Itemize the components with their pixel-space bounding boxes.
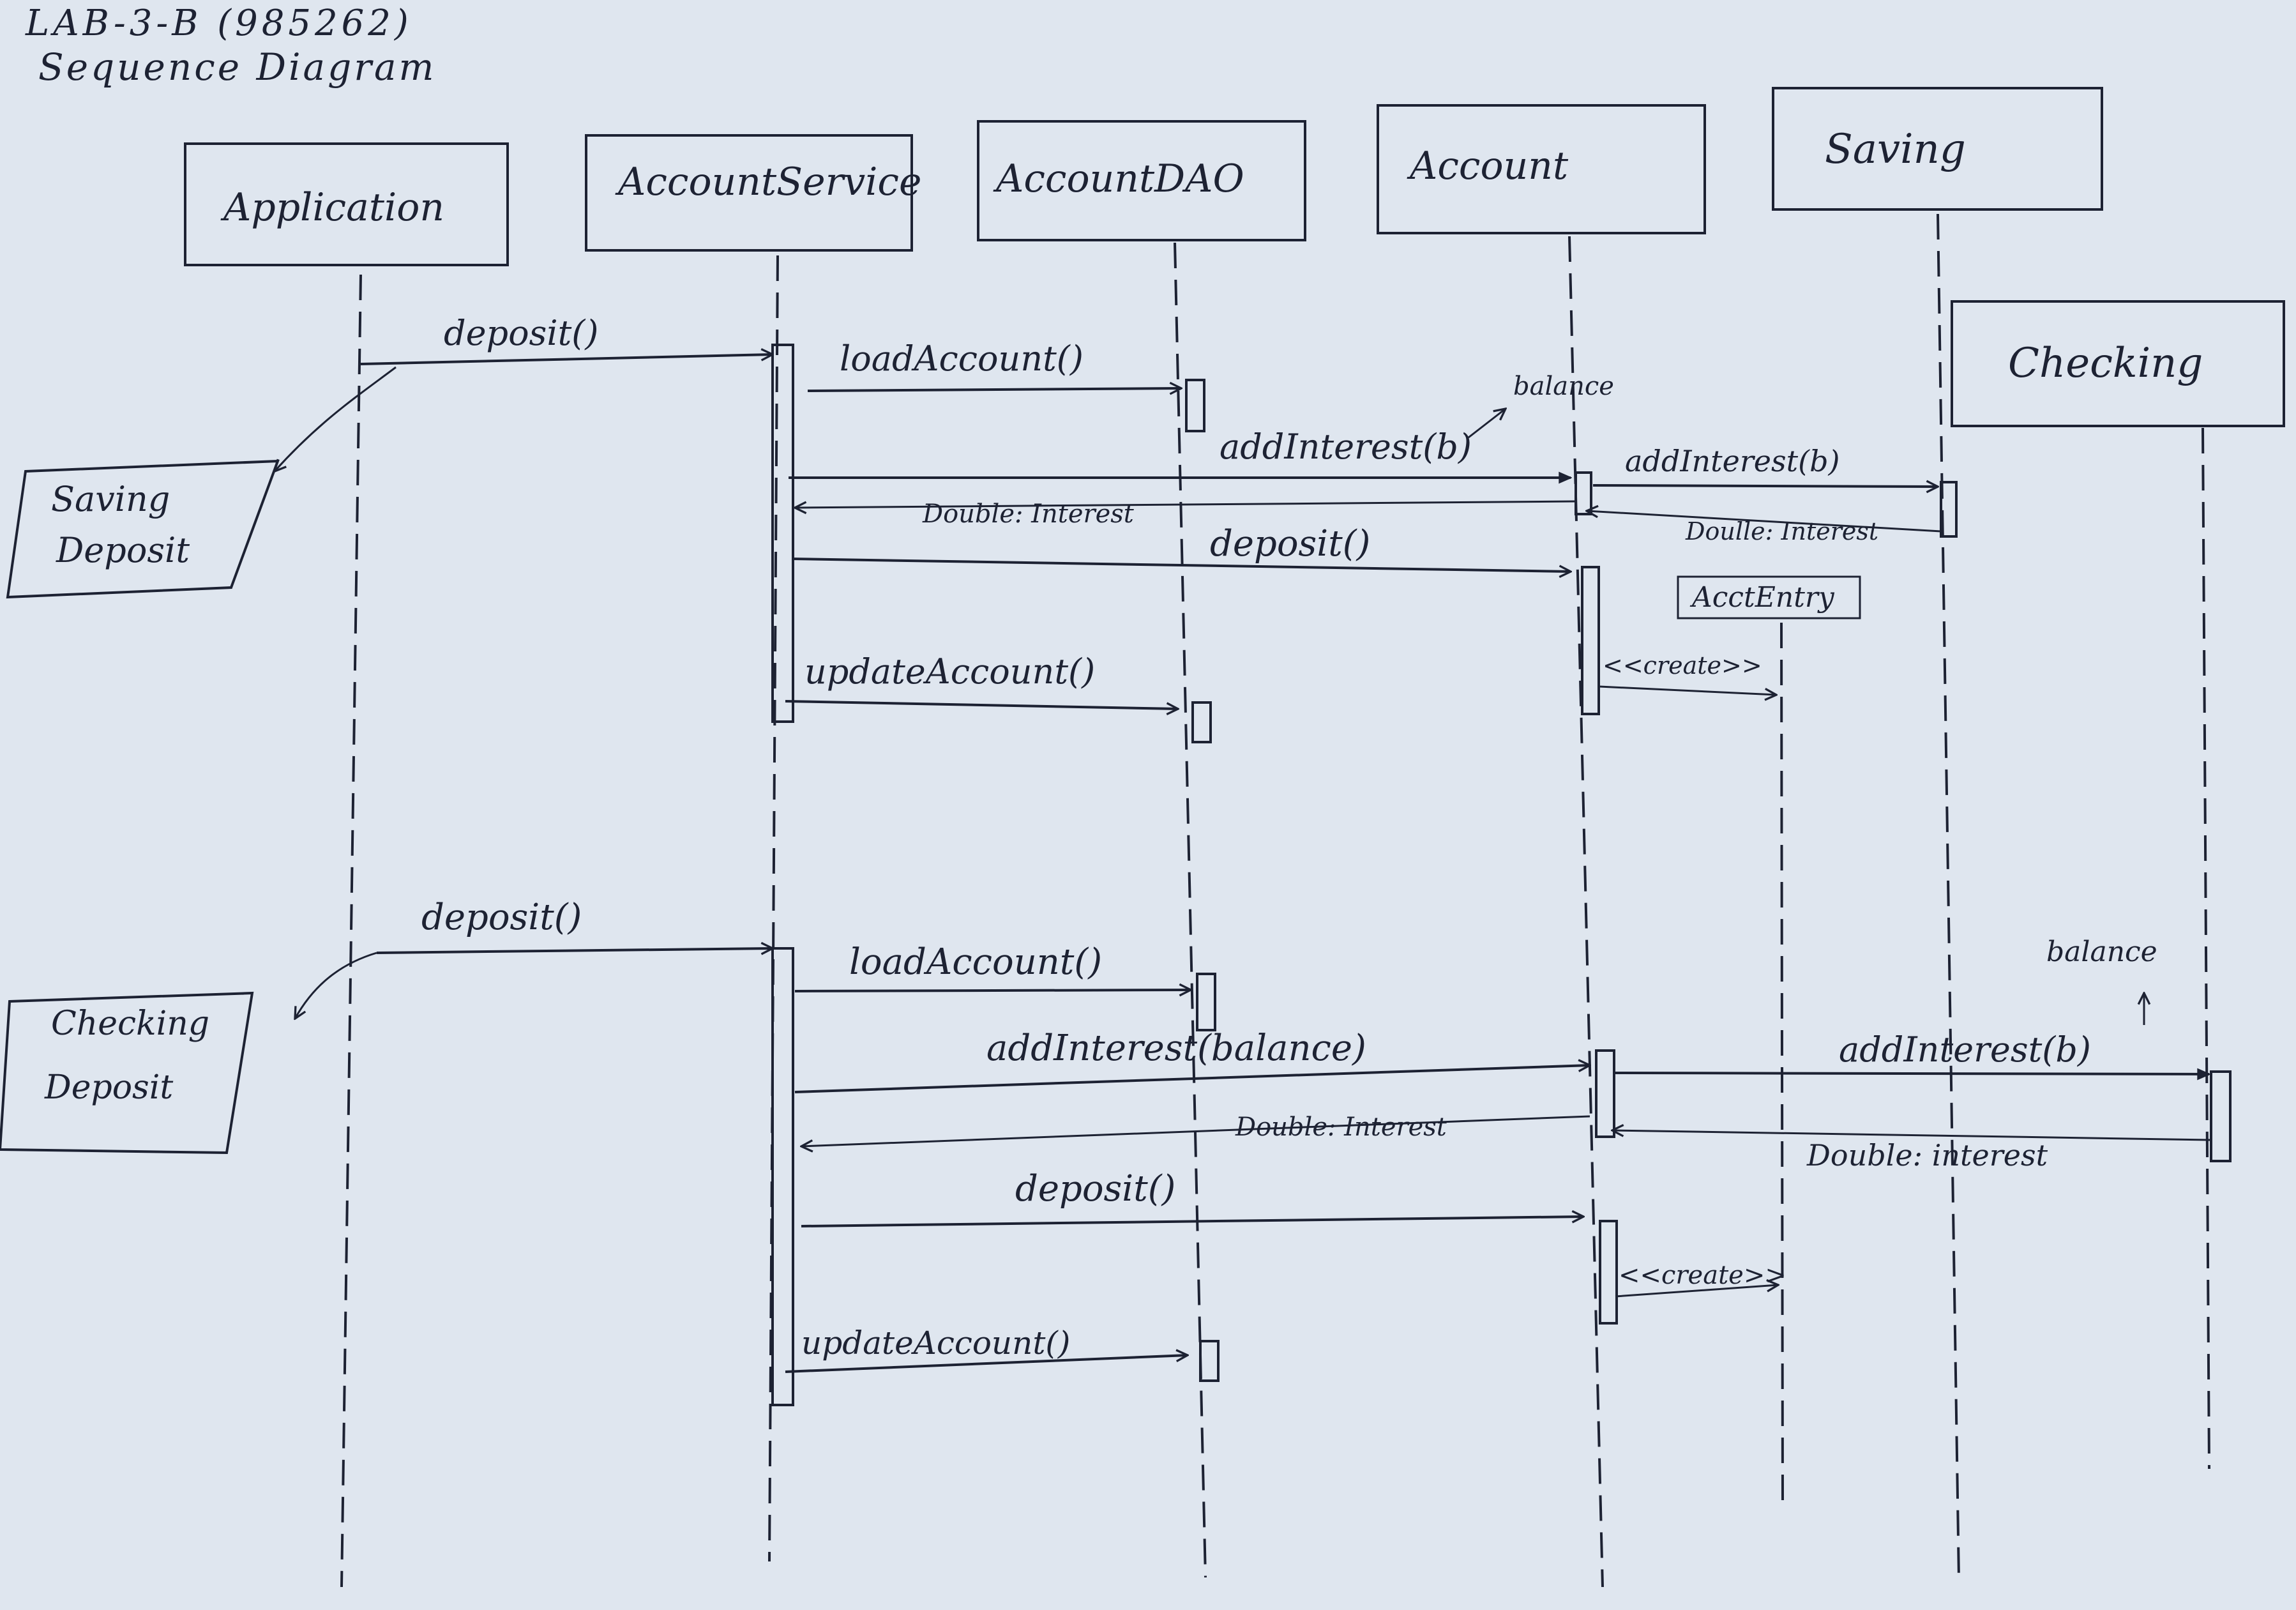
message-updateaccount-1: updateAccount(): [785, 651, 1178, 709]
message-account-deposit-2: deposit(): [801, 1168, 1583, 1227]
participant-saving: Saving: [1772, 87, 2103, 211]
activation-accountdao-3: [1196, 973, 1216, 1031]
activation-accountdao-2: [1191, 701, 1212, 743]
message-label: addInterest(balance): [986, 1028, 1366, 1069]
participant-accountservice: AccountService: [585, 134, 922, 252]
message-label: Doulle: Interest: [1685, 517, 1879, 545]
message-updateaccount-2: updateAccount(): [785, 1325, 1188, 1373]
message-label: deposit(): [421, 897, 582, 938]
note-balance-bottom: balance: [2046, 936, 2157, 968]
lifeline-saving: [1937, 213, 1960, 1581]
message-label: updateAccount(): [801, 1325, 1070, 1362]
note-text: Deposit: [44, 1068, 173, 1107]
activation-accountservice-1: [771, 344, 794, 723]
lifeline-application: [340, 274, 362, 1588]
message-label: deposit(): [1210, 523, 1370, 565]
message-label: deposit(): [1015, 1168, 1175, 1210]
message-label: Double: Interest: [1235, 1113, 1447, 1142]
message-label: loadAccount(): [849, 941, 1102, 983]
message-deposit-2: deposit(): [376, 897, 773, 953]
note-checking-deposit: Checking Deposit: [0, 952, 377, 1155]
participant-label: Application: [220, 185, 444, 230]
note-text: Deposit: [56, 530, 190, 570]
activation-accountdao-4: [1199, 1340, 1220, 1382]
return-interest-1: Double: Interest: [795, 499, 1578, 529]
participant-label: Checking: [2008, 340, 2203, 387]
participant-acctentry: AcctEntry: [1677, 575, 1861, 619]
lifeline-accountservice: [768, 255, 779, 1562]
message-label: <<create>>: [1619, 1261, 1786, 1290]
message-create-2: <<create>>: [1615, 1261, 1786, 1298]
activation-saving-1: [1940, 481, 1958, 538]
lifeline-checking: [2202, 427, 2210, 1470]
activation-account-4: [1599, 1220, 1618, 1325]
participant-label: Saving: [1825, 126, 1966, 173]
message-account-deposit-1: deposit(): [791, 523, 1571, 572]
diagram-title: LAB-3-B (985262): [25, 3, 412, 44]
message-loadaccount-2: loadAccount(): [794, 941, 1191, 991]
participant-label: AccountDAO: [993, 156, 1244, 201]
activation-account-2: [1581, 566, 1600, 715]
message-label: <<create>>: [1603, 651, 1762, 680]
participant-application: Application: [184, 142, 509, 266]
activation-account-3: [1595, 1049, 1615, 1138]
diagram-subtitle: Sequence Diagram: [38, 45, 437, 89]
participant-accountdao: AccountDAO: [977, 120, 1306, 241]
activation-checking-1: [2210, 1070, 2232, 1162]
note-saving-deposit: Saving Deposit: [6, 366, 397, 599]
message-create-1: <<create>>: [1599, 651, 1776, 695]
note-text: Checking: [51, 1005, 209, 1043]
message-label: addInterest(b): [1220, 427, 1472, 467]
message-label: loadAccount(): [840, 338, 1084, 379]
participant-label: Account: [1407, 144, 1569, 188]
message-label: addInterest(b): [1625, 444, 1839, 478]
participant-account: Account: [1377, 104, 1706, 234]
message-label: updateAccount(): [804, 651, 1095, 692]
message-addinterest-checking: addInterest(b): [1615, 1029, 2209, 1074]
message-label: deposit(): [444, 313, 598, 353]
message-addinterest-1: addInterest(b): [789, 427, 1571, 478]
activation-account-1: [1575, 471, 1592, 515]
lifeline-account: [1568, 236, 1604, 1588]
activation-accountdao-1: [1185, 379, 1205, 432]
message-loadaccount-1: loadAccount(): [807, 338, 1181, 391]
participant-label: AcctEntry: [1689, 581, 1835, 614]
participant-checking: Checking: [1951, 300, 2285, 427]
return-interest-2: Double: Interest: [801, 1113, 1590, 1146]
lifeline-acctentry: [1780, 622, 1784, 1505]
message-addinterest-2: addInterest(balance): [794, 1028, 1590, 1093]
message-label: Double: interest: [1806, 1138, 2048, 1173]
note-text: Saving: [51, 479, 170, 519]
participant-label: AccountService: [615, 160, 922, 204]
note-balance-top: balance: [1513, 372, 1614, 401]
message-addinterest-saving: addInterest(b): [1592, 444, 1938, 487]
return-interest-checking: Double: interest: [1612, 1130, 2211, 1173]
message-label: Double: Interest: [922, 499, 1135, 529]
return-interest-saving: Doulle: Interest: [1587, 511, 1942, 545]
message-deposit-1: deposit(): [360, 313, 773, 365]
message-label: addInterest(b): [1839, 1029, 2091, 1070]
activation-accountservice-2: [771, 947, 794, 1406]
